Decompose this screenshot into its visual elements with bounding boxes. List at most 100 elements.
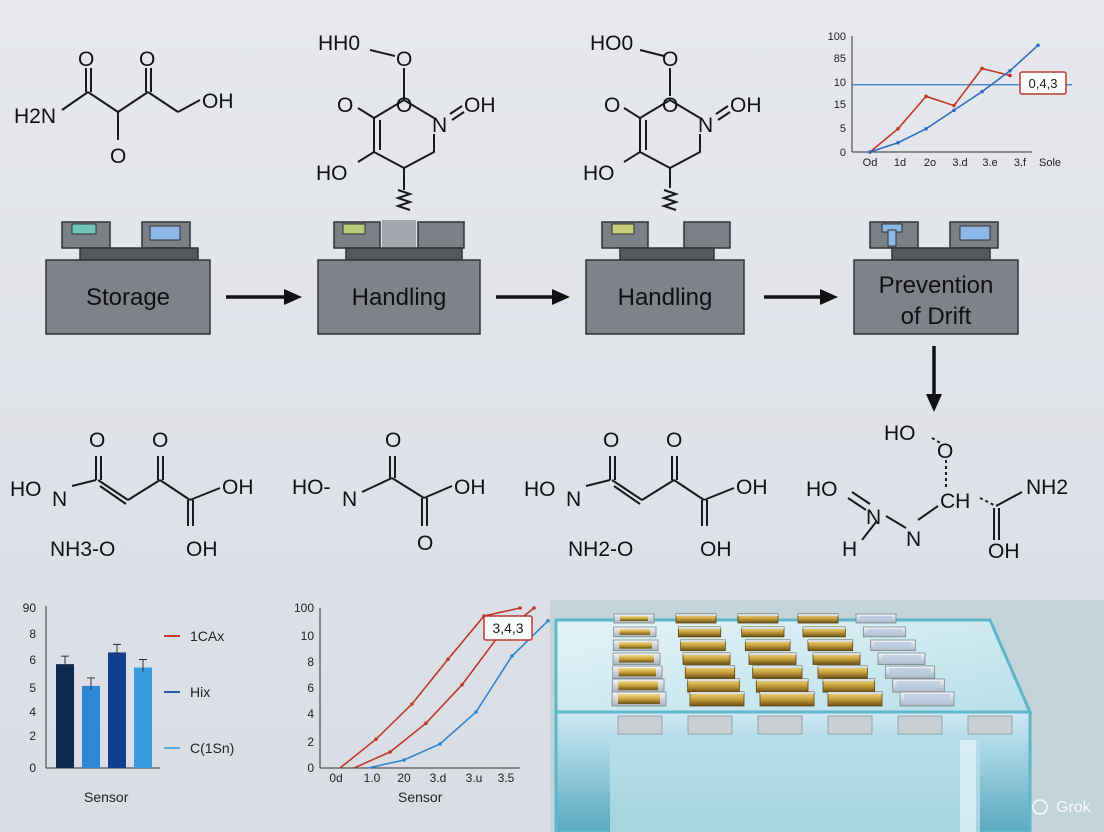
tr-x-axis-label: Sole [1039,157,1061,169]
bm-series-point [410,702,414,706]
tr-x-tick-label: 3.e [982,157,997,169]
mb3-oh: OH [736,476,768,499]
sensor-chip-edge [741,627,784,629]
mb3-o2: O [666,429,682,452]
bl-legend-label: Hix [190,684,210,700]
bm-y-tick-label: 8 [307,655,314,669]
m2-oh: OH [464,94,496,117]
bm-series-point [474,710,478,714]
tr-series-point [896,140,900,145]
mb1-oh2: OH [186,538,218,561]
mb2-n: N [342,488,357,511]
m2-n: N [432,114,447,137]
bm-x-tick-label: 3.u [466,771,483,785]
sensor-chip-grid [611,613,1013,735]
bm-series-point [546,619,550,623]
bm-series-point [532,606,536,610]
bm-series-point [438,742,442,746]
sensor-chip-window [882,655,921,663]
mb4-ch: CH [940,490,970,513]
sensor-chip-edge [813,653,860,655]
sensor-chip [827,691,883,707]
sensor-base-block [617,715,663,735]
bm-series-point [402,758,406,762]
tr-series-point [980,66,984,71]
tr-callout-box [1019,71,1067,95]
mb1-oh: OH [222,476,254,499]
tr-y-tick-label: 10 [834,77,846,89]
process-box-prevention: Prevention of Drift [853,221,1019,335]
bm-x-tick-label: 3.5 [498,771,515,785]
flow-arrows [226,289,942,412]
sensor-chip-edge [680,640,726,642]
sensor-chip-pad [618,668,656,677]
tr-series-point [896,127,900,131]
molecule-bottom-3 [585,456,735,526]
bl-bar [82,685,100,768]
tr-x-tick-label: 2o [924,157,936,169]
mb2-ho: HO- [292,476,331,499]
bl-y-tick-label: 0 [29,761,36,775]
m3-n: N [698,114,713,137]
tr-series-point [952,108,956,113]
tr-series-point [1008,69,1012,73]
bm-x-tick-label: 0d [329,771,342,785]
sensor-chip-window [874,642,912,649]
bm-series-point [374,737,378,741]
sensor-chip-window [904,694,950,704]
m3-ho2: HO [583,162,615,185]
mb4-o: O [937,440,953,463]
m2-ho: HO [316,162,348,185]
step-handling-1-label: Handling [352,284,447,311]
tr-y-tick-label: 100 [828,31,846,43]
m1-o3: O [110,145,126,168]
molecule-top-3 [623,49,731,211]
sensor-base-block [967,715,1013,735]
step-storage-label: Storage [86,284,170,311]
bl-legend-label: C(1Sn) [190,740,234,756]
tr-series-point [924,127,928,131]
bl-y-tick-label: 6 [29,653,36,667]
tr-callout-label: 0,4,3 [1029,76,1058,91]
tr-y-tick-label: 5 [840,123,846,135]
bm-x-tick-label: 3.d [430,771,447,785]
molecule-bottom-4 [847,437,1023,541]
bl-bar [134,667,152,768]
sensor-chip-window [896,681,941,691]
process-box-handling-2: Handling [585,221,745,335]
bl-bar [108,652,126,768]
bm-x-tick-label: 20 [397,771,411,785]
sensor-chip-window [860,616,892,621]
bm-series-point [446,657,450,661]
sensor-array-photo [550,600,1104,832]
sensor-chip-edge [687,679,740,681]
sensor-chip-edge [745,640,790,642]
bl-bar [56,664,74,768]
sensor-chip-pad [619,655,654,663]
bm-series-point [510,654,514,658]
bm-series-point [460,683,464,687]
bm-series-line-1 [339,607,521,769]
mb3-ho: HO [524,478,556,501]
mb4-ho-top: HO [884,422,916,445]
mb4-n2: N [906,528,921,551]
bm-callout-label: 3,4,3 [492,620,523,636]
sensor-base-block [687,715,733,735]
bm-y-tick-label: 100 [294,601,314,615]
bl-y-tick-label: 2 [29,729,36,743]
tr-x-tick-label: Od [863,157,878,169]
bm-series-point [424,721,428,725]
sensor-chip-edge [798,614,838,616]
sensor-chip-edge [749,653,796,655]
sensor-chip-edge [803,627,846,629]
mb4-n1: N [866,506,881,529]
mb2-o1: O [385,429,401,452]
m1-o2: O [139,48,155,71]
m3-o-mid: O [662,94,678,117]
process-box-storage: Storage [45,221,211,335]
sensor-base-block [757,715,803,735]
mb4-h: H [842,538,857,561]
